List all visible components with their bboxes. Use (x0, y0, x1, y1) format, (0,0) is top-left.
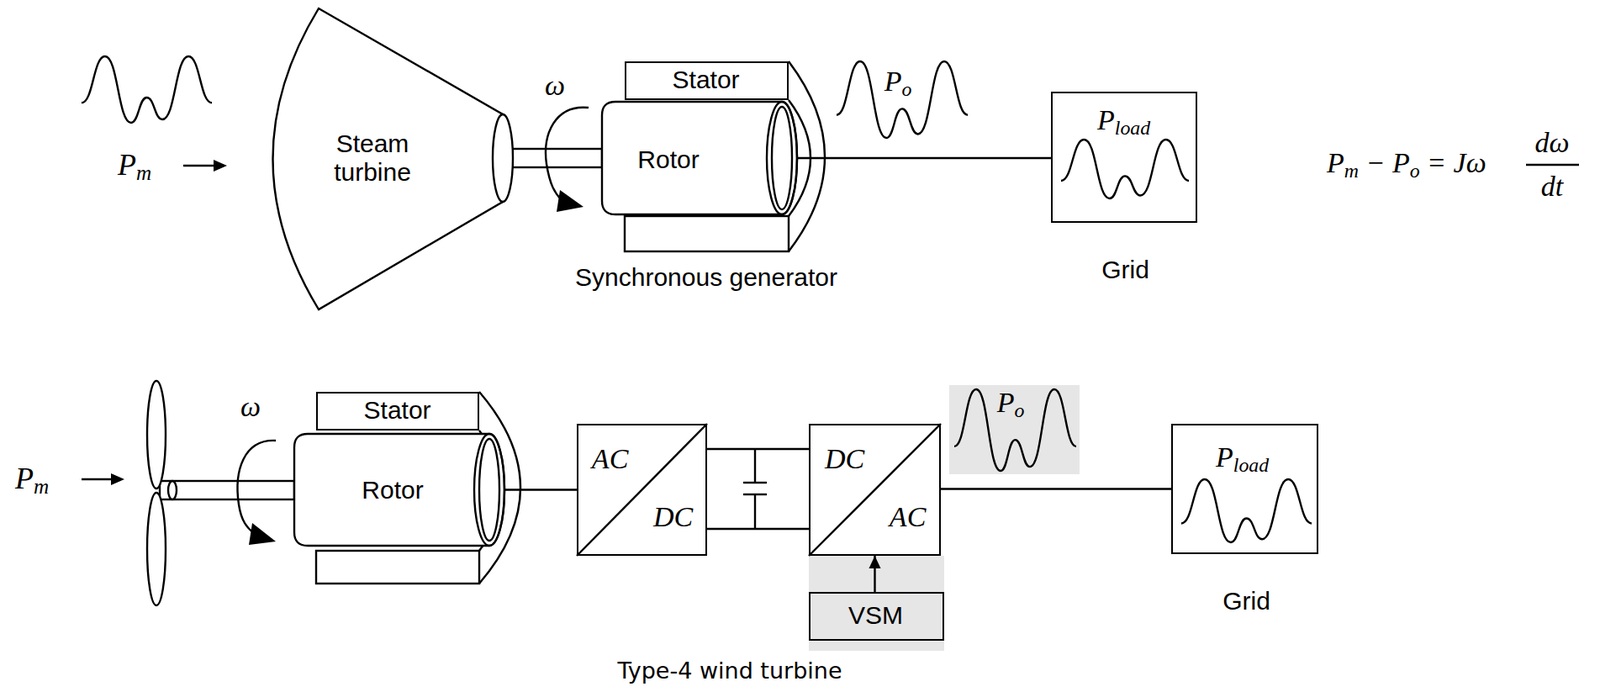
subscript: o (1013, 399, 1025, 422)
equation-numerator: dω (1534, 126, 1569, 159)
caption-label: Type-4 wind turbine (617, 657, 842, 684)
turbine-outline (273, 8, 504, 310)
connector-line (707, 448, 809, 450)
connector-line (707, 528, 809, 530)
arrowheads (110, 159, 584, 545)
control-name: VSM (848, 601, 903, 631)
grid-box: PloadGrid (1171, 423, 1319, 555)
rotation-arrow (237, 440, 276, 534)
power-wave (836, 61, 968, 138)
power-wave (954, 389, 1077, 471)
arrowhead (556, 190, 584, 212)
subscript: load (1233, 454, 1269, 476)
connector (797, 158, 1051, 159)
connector-line (940, 487, 1172, 490)
connector (504, 489, 577, 491)
shaft (505, 148, 602, 168)
rotor-cylinder: Rotor (601, 101, 798, 215)
stator-box: Stator (624, 61, 789, 101)
part-name: Steam turbine (313, 129, 432, 188)
load-symbol: Pload (1097, 103, 1151, 137)
turbine-outlet (492, 114, 513, 202)
rotor-end (771, 106, 793, 210)
input-arrow (81, 478, 113, 481)
power-symbol: Pm (117, 147, 152, 183)
rotor-end (474, 433, 505, 546)
speed-symbol: ω (544, 68, 566, 102)
control-box: VSM (808, 591, 945, 641)
rectifier-box: AC DC (576, 423, 708, 556)
steam-turbine: Steam turbine (267, 8, 513, 310)
rotor-body (601, 101, 798, 215)
inverter-box: DC AC (808, 423, 941, 556)
power-symbol: Po (997, 385, 1025, 419)
subscript: load (1114, 116, 1151, 139)
converter-side: AC (591, 442, 629, 476)
rotor-cylinder: Rotor (294, 433, 505, 546)
grid-name: Grid (1101, 255, 1150, 286)
connector-line (797, 157, 1051, 159)
rotation-arrow (545, 107, 589, 201)
converter-diagonal (808, 423, 941, 556)
connector-line (504, 488, 577, 491)
converter-diagonal (576, 423, 708, 556)
connector (707, 448, 809, 450)
capacitor-wire (754, 448, 756, 483)
power-symbol: Po (884, 64, 913, 98)
arrowhead (110, 473, 125, 486)
rotor-end (479, 438, 500, 541)
part-name: Rotor (361, 475, 423, 506)
subscript: m (136, 162, 152, 185)
shaft-end (168, 480, 177, 500)
shape-outline (601, 101, 798, 215)
stator-lower (624, 216, 789, 252)
connector (940, 488, 1172, 490)
part-name: Rotor (637, 145, 699, 175)
load-symbol: Pload (1215, 440, 1269, 474)
highlight-patch (808, 555, 945, 651)
fraction-bar (1526, 163, 1579, 166)
subscript: m (1344, 159, 1359, 182)
input-arrow (183, 164, 216, 167)
connector (707, 528, 809, 530)
stator-box: Stator (316, 391, 480, 431)
part-name: Stator (364, 396, 432, 426)
rotor-body (294, 433, 505, 546)
stator-lower (316, 550, 480, 584)
shaft (159, 480, 295, 500)
caption-label: Synchronous generator (575, 263, 838, 293)
grid-name: Grid (1222, 586, 1271, 617)
power-symbol: Pm (15, 461, 49, 497)
grid-box: PloadGrid (1050, 91, 1198, 223)
converter-side: DC (653, 500, 693, 534)
subscript: o (1409, 159, 1421, 182)
arrowhead (869, 555, 882, 569)
subscript: m (33, 475, 49, 499)
converter-side: DC (824, 442, 865, 476)
connector (869, 555, 882, 592)
highlight-patch (949, 385, 1080, 475)
arrowhead (248, 522, 276, 545)
speed-symbol: ω (240, 390, 261, 423)
blade (147, 492, 166, 606)
power-wave (1061, 139, 1189, 199)
power-wave (81, 56, 212, 123)
rotor-end (766, 101, 798, 215)
equation: Pm − Po = Jω (1326, 146, 1487, 180)
arrowhead (213, 159, 228, 172)
capacitor-plate (743, 481, 767, 484)
equation-denominator: dt (1541, 169, 1564, 203)
subscript: o (901, 78, 912, 101)
converter-side: AC (889, 500, 926, 534)
capacitor-wire (754, 494, 756, 529)
drawing (81, 56, 1579, 606)
part-name: Stator (672, 65, 740, 96)
power-wave (1181, 479, 1312, 543)
blade (147, 380, 166, 489)
